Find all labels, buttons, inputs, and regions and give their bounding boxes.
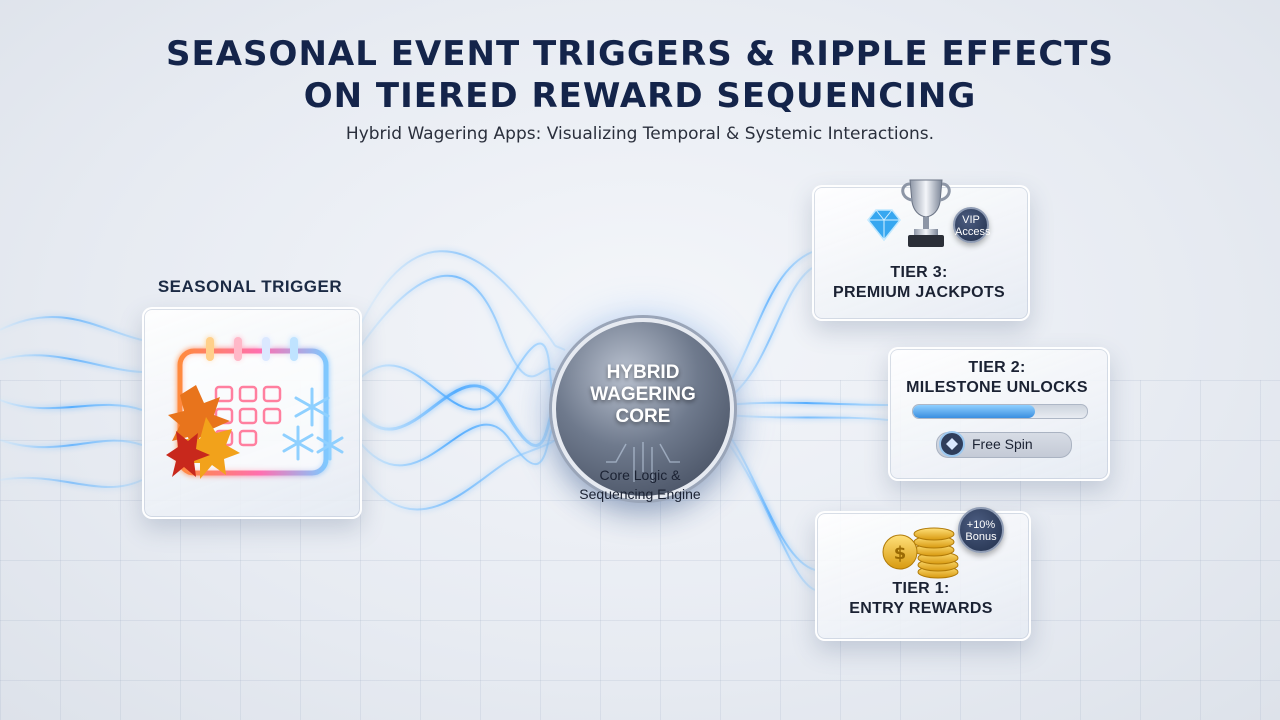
core-title-line: WAGERING xyxy=(590,384,696,405)
milestone-progress-fill xyxy=(913,405,1035,418)
core-caption-line: Core Logic & xyxy=(599,467,681,483)
tier3-label: TIER 3: PREMIUM JACKPOTS xyxy=(812,263,1026,303)
milestone-progress-bar xyxy=(912,404,1088,419)
trophy-icon xyxy=(901,179,951,247)
spin-token-icon xyxy=(939,431,965,457)
page-title-line2: ON TIERED REWARD SEQUENCING xyxy=(303,76,977,116)
tier2-label: TIER 2: MILESTONE UNLOCKS xyxy=(888,358,1106,398)
coin-stack-icon: $ xyxy=(882,527,959,579)
core-title-line: HYBRID xyxy=(606,362,680,383)
tier1-title: ENTRY REWARDS xyxy=(849,600,993,617)
core-title: HYBRID WAGERING CORE xyxy=(556,362,730,428)
core-caption-line: Sequencing Engine xyxy=(579,486,701,502)
diamond-icon xyxy=(867,209,901,242)
free-spin-label: Free Spin xyxy=(972,436,1033,452)
bonus-badge-icon: +10% Bonus xyxy=(958,507,1004,553)
tier1-number: TIER 1: xyxy=(892,580,950,597)
tier3-number: TIER 3: xyxy=(890,264,948,281)
vip-badge-icon: VIP Access xyxy=(953,207,990,243)
svg-text:$: $ xyxy=(894,543,907,564)
circuit-icon xyxy=(606,442,680,482)
seasonal-trigger-label: SEASONAL TRIGGER xyxy=(157,277,343,296)
tier1-label: TIER 1: ENTRY REWARDS xyxy=(815,579,1027,619)
hybrid-wagering-core[interactable]: HYBRID WAGERING CORE xyxy=(552,318,734,500)
autumn-leaf-icon xyxy=(166,385,240,479)
tier3-title: PREMIUM JACKPOTS xyxy=(833,284,1005,301)
tier2-title: MILESTONE UNLOCKS xyxy=(906,379,1088,396)
core-caption: Core Logic & Sequencing Engine xyxy=(540,466,740,504)
snowflake-icon xyxy=(282,387,344,461)
seasonal-trigger-card[interactable] xyxy=(142,307,362,519)
core-title-line: CORE xyxy=(615,406,671,427)
tier2-number: TIER 2: xyxy=(968,359,1026,376)
page-subtitle: Hybrid Wagering Apps: Visualizing Tempor… xyxy=(345,124,935,144)
page-title-line1: SEASONAL EVENT TRIGGERS & RIPPLE EFFECTS xyxy=(166,34,1114,74)
